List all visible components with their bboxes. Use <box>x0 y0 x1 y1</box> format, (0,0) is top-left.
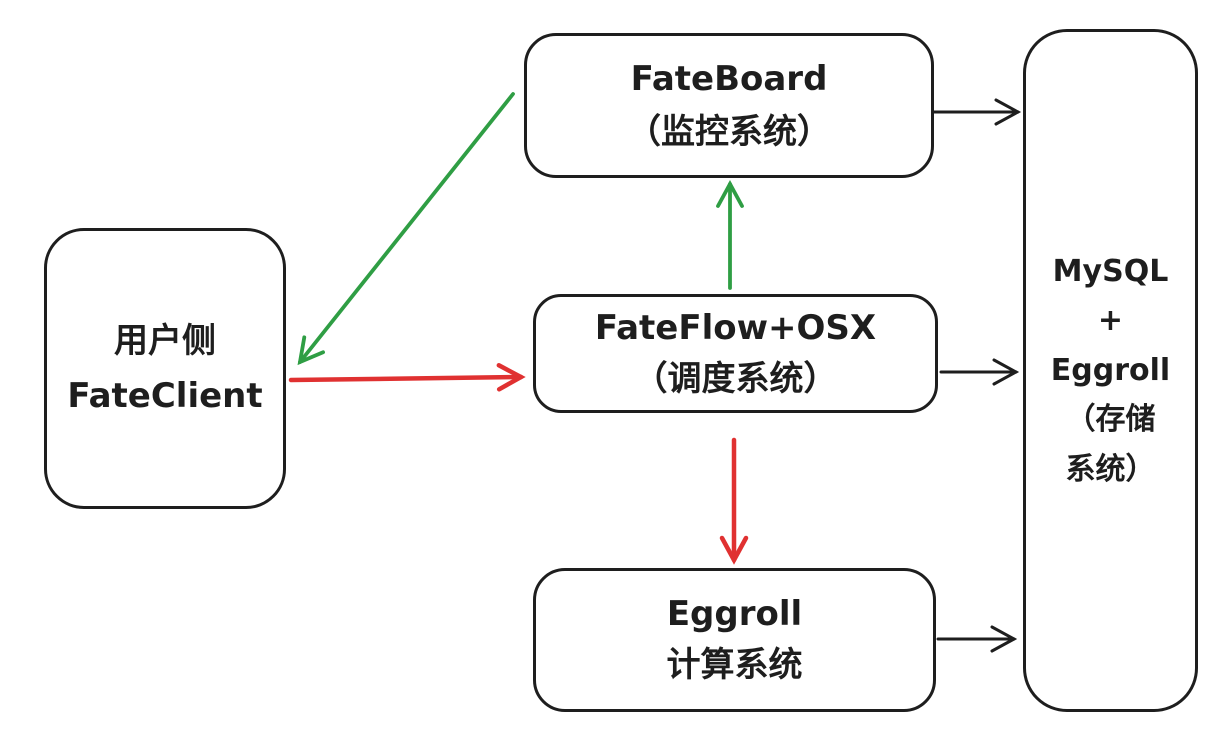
node-fate-board: FateBoard （监控系统） <box>524 33 934 178</box>
node-eggroll-compute: Eggroll 计算系统 <box>533 568 936 712</box>
fate-client-label-en: FateClient <box>67 375 263 416</box>
storage-label-cn-2: 系统） <box>1065 451 1156 487</box>
arrow-fateboard-to-fateclient <box>297 92 515 366</box>
arrow-fateclient-to-fateflow <box>288 363 526 392</box>
node-fate-client: 用户侧 FateClient <box>44 228 286 509</box>
node-storage: MySQL + Eggroll （存储 系统） <box>1023 29 1198 712</box>
fate-board-label-en: FateBoard <box>630 58 828 99</box>
fate-client-label-cn: 用户侧 <box>114 321 216 362</box>
fate-board-label-cn: （监控系统） <box>627 111 831 152</box>
eggroll-label-cn: 计算系统 <box>666 645 803 685</box>
storage-label-eggroll: Eggroll <box>1050 352 1171 388</box>
node-fate-flow: FateFlow+OSX （调度系统） <box>533 294 938 413</box>
fate-flow-label-en: FateFlow+OSX <box>594 307 877 348</box>
fate-flow-label-cn: （调度系统） <box>633 358 838 399</box>
eggroll-label-en: Eggroll <box>666 594 803 634</box>
storage-label-plus: + <box>1097 303 1124 339</box>
storage-label-cn-1: （存储 <box>1065 402 1156 438</box>
storage-label-mysql: MySQL <box>1052 253 1169 289</box>
